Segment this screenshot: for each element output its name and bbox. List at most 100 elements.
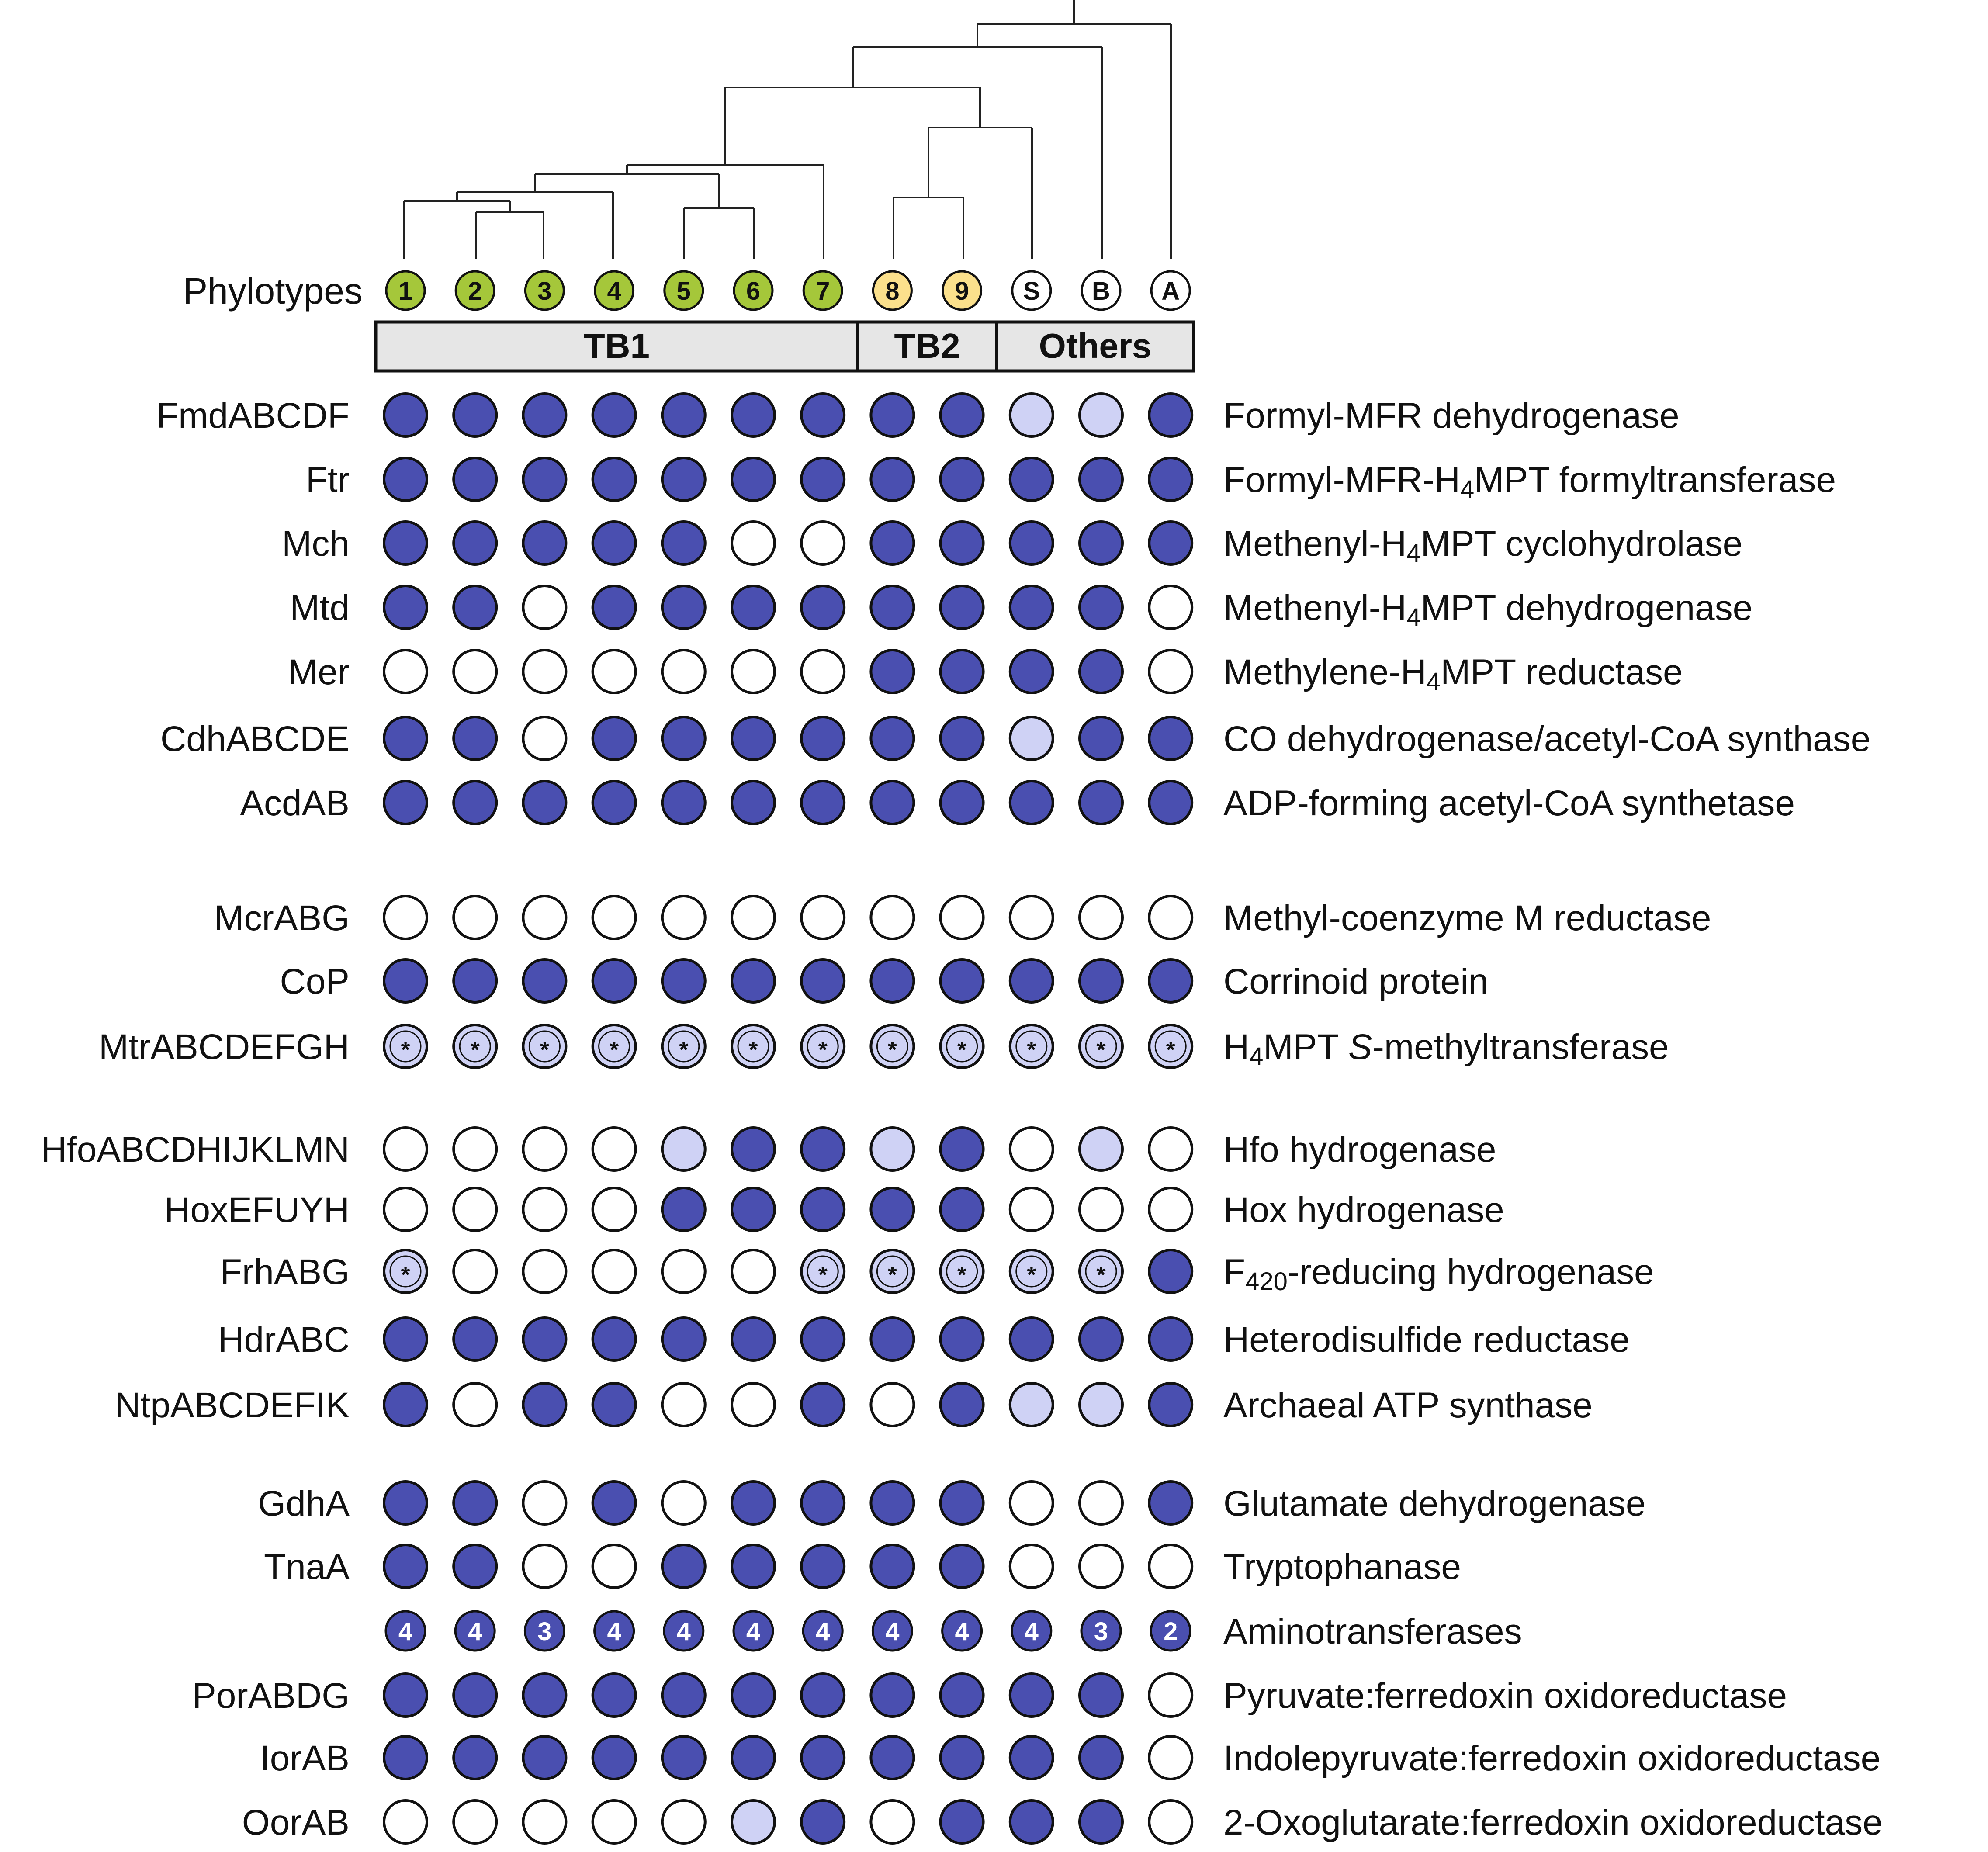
presence-cell: * — [731, 1024, 776, 1069]
gene-name: FmdABCDF — [156, 396, 350, 436]
presence-cell — [1148, 520, 1194, 566]
presence-cell — [1148, 1544, 1194, 1589]
presence-cell — [1008, 520, 1054, 566]
presence-cell — [1148, 1249, 1194, 1294]
presence-cell — [591, 1480, 637, 1526]
enzyme-description: Hox hydrogenase — [1223, 1190, 1504, 1230]
asterisk-mark: * — [888, 1037, 897, 1063]
presence-cell — [1008, 958, 1054, 1004]
presence-cell — [731, 1799, 776, 1845]
presence-cell — [522, 895, 568, 940]
presence-cell — [522, 649, 568, 694]
phylotype-label: 2 — [468, 277, 482, 305]
group-label-tb1: TB1 — [584, 326, 650, 365]
asterisk-mark: * — [957, 1262, 966, 1288]
presence-cell — [661, 780, 707, 825]
presence-cell — [522, 1316, 568, 1362]
presence-cell — [800, 1316, 846, 1362]
presence-cell — [1008, 392, 1054, 438]
presence-cell — [591, 1249, 637, 1294]
phylotype-9: 9 — [942, 270, 983, 311]
presence-cell — [1078, 1126, 1124, 1172]
presence-cell: * — [1078, 1249, 1124, 1294]
presence-cell — [731, 1544, 776, 1589]
count-label: 4 — [885, 1617, 899, 1646]
presence-cell — [383, 716, 428, 761]
phylotype-S: S — [1011, 270, 1052, 311]
presence-cell — [1148, 649, 1194, 694]
phylotype-label: 7 — [816, 277, 830, 305]
presence-cell — [800, 520, 846, 566]
asterisk-mark: * — [610, 1037, 619, 1063]
enzyme-description: Heterodisulfide reductase — [1223, 1320, 1630, 1360]
count-label: 3 — [1094, 1617, 1108, 1646]
presence-cell — [522, 1126, 568, 1172]
phylotype-7: 7 — [802, 270, 843, 311]
presence-cell — [939, 1382, 985, 1427]
presence-cell — [452, 1672, 498, 1718]
presence-cell — [869, 649, 915, 694]
presence-cell — [939, 585, 985, 630]
presence-cell — [939, 649, 985, 694]
enzyme-description: Archaeal ATP synthase — [1223, 1385, 1593, 1425]
presence-cell — [1008, 1799, 1054, 1845]
enzyme-description: Pyruvate:ferredoxin oxidoreductase — [1223, 1676, 1787, 1716]
presence-cell — [869, 1187, 915, 1232]
presence-cell: 4 — [732, 1610, 774, 1652]
phylotype-5: 5 — [663, 270, 704, 311]
presence-cell — [1148, 585, 1194, 630]
phylotypes-header-label: Phylotypes — [183, 270, 363, 312]
gene-row: FrhABG******F420-reducing hydrogenase — [220, 1249, 1654, 1296]
presence-cell — [522, 1672, 568, 1718]
presence-cell: * — [800, 1024, 846, 1069]
gene-name: CoP — [280, 962, 350, 1001]
presence-cell — [939, 457, 985, 502]
presence-cell — [1078, 649, 1124, 694]
asterisk-mark: * — [818, 1262, 828, 1288]
presence-cell — [800, 1187, 846, 1232]
presence-cell — [1008, 1672, 1054, 1718]
gene-name: PorABDG — [192, 1676, 350, 1716]
phylotype-1: 1 — [385, 270, 426, 311]
presence-cell — [731, 1249, 776, 1294]
enzyme-description: Indolepyruvate:ferredoxin oxidoreductase — [1223, 1738, 1881, 1778]
enzyme-description: Methenyl-H4MPT dehydrogenase — [1223, 588, 1752, 632]
phylotype-8: 8 — [872, 270, 913, 311]
presence-cell: * — [522, 1024, 568, 1069]
enzyme-description: F420-reducing hydrogenase — [1223, 1252, 1654, 1296]
presence-cell: 4 — [454, 1610, 496, 1652]
presence-cell — [383, 958, 428, 1004]
presence-cell — [383, 1316, 428, 1362]
presence-cell — [591, 520, 637, 566]
presence-cell — [383, 585, 428, 630]
presence-cell — [1078, 1799, 1124, 1845]
asterisk-mark: * — [1096, 1262, 1105, 1288]
presence-cell — [939, 1480, 985, 1526]
presence-cell — [661, 520, 707, 566]
count-label: 4 — [677, 1617, 691, 1646]
presence-cell — [869, 1544, 915, 1589]
presence-cell — [1148, 457, 1194, 502]
presence-cell — [731, 1187, 776, 1232]
gene-row: PorABDG Pyruvate:ferredoxin oxidoreductas… — [192, 1672, 1787, 1718]
presence-cell — [1008, 716, 1054, 761]
phylotype-label: 5 — [677, 277, 691, 305]
presence-cell — [591, 457, 637, 502]
presence-cell — [1078, 1544, 1124, 1589]
presence-cell — [1008, 1382, 1054, 1427]
presence-cell — [731, 392, 776, 438]
presence-cell — [1078, 520, 1124, 566]
presence-cell — [800, 1480, 846, 1526]
presence-cell — [1008, 457, 1054, 502]
presence-cell — [939, 1735, 985, 1780]
presence-cell — [522, 1735, 568, 1780]
phylotype-label: 9 — [955, 277, 969, 305]
presence-cell — [800, 392, 846, 438]
enzyme-description: H4MPT S-methyltransferase — [1223, 1027, 1669, 1071]
gene-name: GdhA — [258, 1484, 350, 1523]
